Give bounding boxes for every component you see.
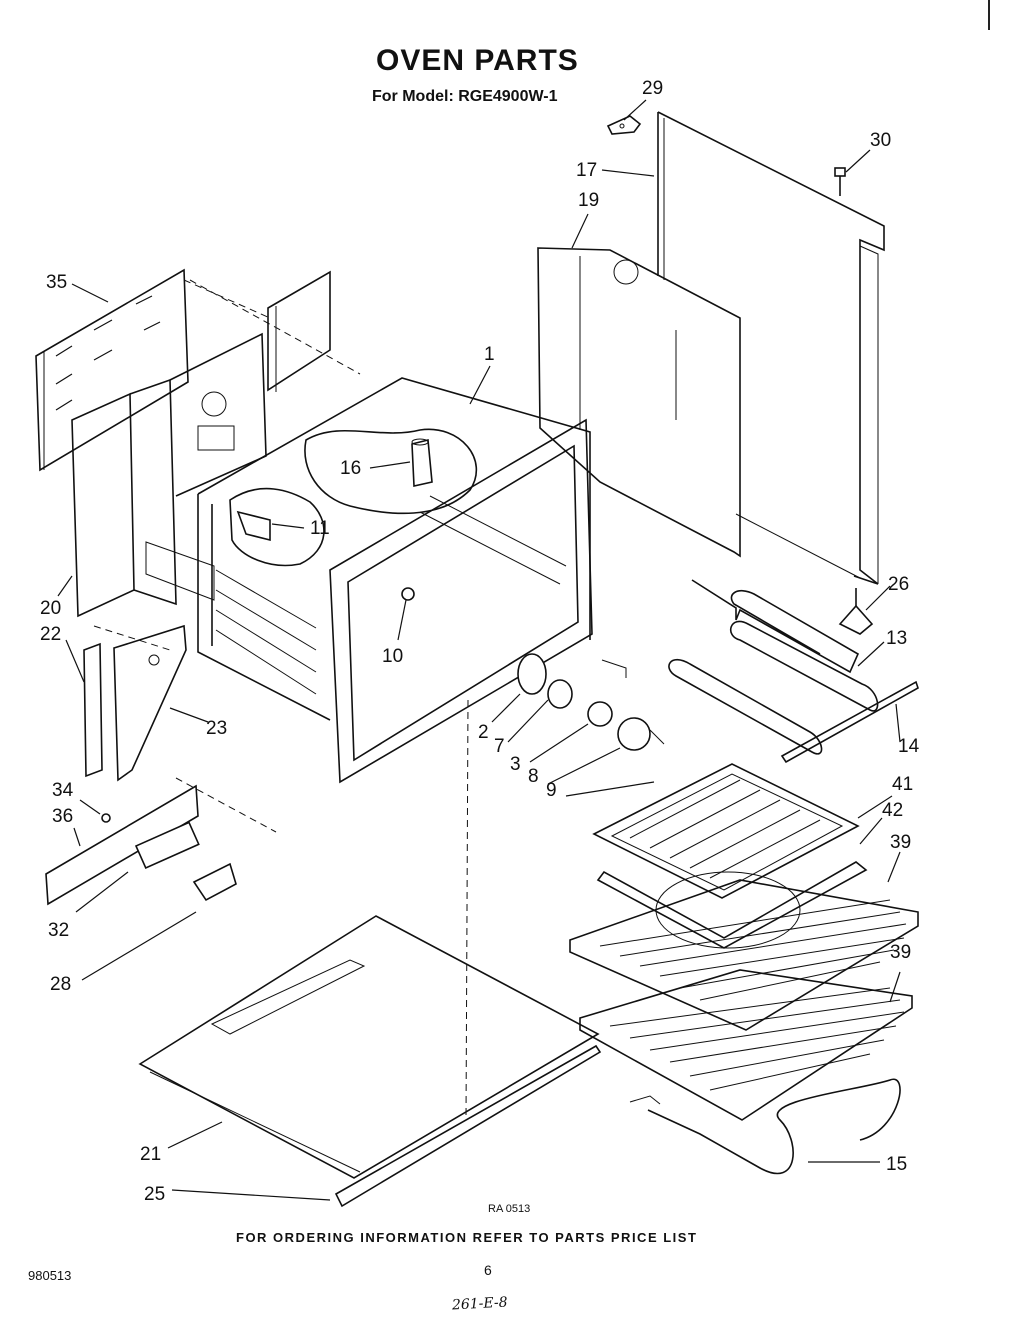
- callout-34: 34: [52, 780, 74, 801]
- part-sensor-26: [838, 588, 874, 635]
- document-code: 980513: [28, 1268, 72, 1283]
- callout-42: 42: [882, 800, 903, 821]
- callout-29: 29: [642, 78, 663, 99]
- model-line: For Model: RGE4900W-1: [372, 88, 558, 105]
- part-side-panel-23: [113, 624, 187, 782]
- part-broil-pan-41: [592, 763, 860, 899]
- callout-21: 21: [140, 1144, 161, 1165]
- part-hinge-strip-22: [83, 642, 103, 778]
- callout-13: 13: [886, 628, 907, 649]
- part-back-panel-17: [657, 111, 885, 585]
- callout-9: 9: [546, 780, 557, 801]
- part-bake-element-13: [601, 579, 879, 755]
- handwritten-note: 261-E-8: [451, 1294, 508, 1314]
- callout-20: 20: [40, 598, 61, 619]
- callout-19: 19: [578, 190, 599, 211]
- callout-26: 26: [888, 574, 909, 595]
- callout-16: 16: [340, 458, 361, 479]
- part-bracket-11: [236, 510, 271, 542]
- part-lamp-assembly: [517, 653, 665, 751]
- part-oven-rack-39-lower: [579, 969, 913, 1121]
- callout-39: 39: [890, 942, 911, 963]
- part-bracket-29: [606, 115, 642, 135]
- part-oven-front-frame: [329, 418, 593, 784]
- part-bottom-panel-21: [138, 915, 600, 1179]
- callout-3: 3: [510, 754, 521, 775]
- callout-8: 8: [528, 766, 539, 787]
- page-edge-mark: [988, 0, 990, 30]
- callout-39: 39: [890, 832, 911, 853]
- part-insulation-19: [537, 247, 861, 579]
- part-screw-30: [834, 167, 846, 196]
- callout-32: 32: [48, 920, 69, 941]
- part-trim-25: [334, 1044, 602, 1208]
- callout-14: 14: [898, 736, 920, 757]
- part-connector-16: [411, 438, 433, 487]
- callout-11: 11: [310, 518, 330, 539]
- part-side-panel-35: [35, 268, 189, 472]
- part-terminal-block-36: [45, 784, 200, 906]
- callout-labels: 29 30 17 19 35 1 16 11 20 22 10 26 13 27 14 23 389 34 36 41…: [40, 78, 920, 1205]
- callout-10: 10: [382, 646, 403, 667]
- part-side-wrap-20: [71, 332, 267, 618]
- callout-7: 7: [494, 736, 505, 757]
- callout-1: 1: [484, 344, 495, 365]
- part-knob-10: [401, 587, 415, 601]
- part-oven-rack-39-upper: [569, 879, 919, 1031]
- callout-25: 25: [144, 1184, 165, 1205]
- callout-30: 30: [870, 130, 891, 151]
- callout-41: 41: [892, 774, 913, 795]
- part-trim-strip-14: [780, 680, 919, 764]
- callout-15: 15: [886, 1154, 907, 1175]
- callout-2: 2: [478, 722, 489, 743]
- page-number: 6: [484, 1262, 492, 1278]
- part-screw-34: [101, 813, 111, 823]
- part-broil-pan-42: [596, 861, 868, 949]
- page-title: OVEN PARTS: [376, 44, 579, 77]
- part-element-15: [629, 1078, 901, 1175]
- callout-22: 22: [40, 624, 61, 645]
- part-side-panel-rear: [267, 270, 331, 392]
- callout-17: 17: [576, 160, 597, 181]
- callout-36: 36: [52, 806, 73, 827]
- ordering-footnote: FOR ORDERING INFORMATION REFER TO PARTS …: [236, 1230, 698, 1245]
- callout-28: 28: [50, 974, 71, 995]
- part-bracket-28: [192, 862, 237, 902]
- diagram-code: RA 0513: [488, 1203, 531, 1215]
- callout-35: 35: [46, 272, 67, 293]
- callout-23: 23: [206, 718, 227, 739]
